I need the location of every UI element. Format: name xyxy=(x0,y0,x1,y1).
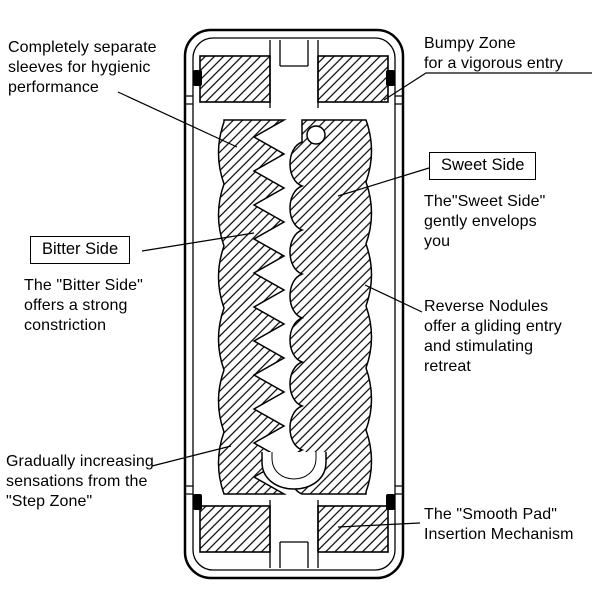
leader-sweet-side xyxy=(337,167,430,197)
bottom-cap xyxy=(199,500,389,568)
right-sleeve xyxy=(289,119,373,495)
seal-rings xyxy=(193,70,395,510)
channel-ball xyxy=(306,125,326,145)
callout-sweet-side: The"Sweet Side" gently envelops you xyxy=(424,193,546,251)
label-bitter-side: Bitter Side xyxy=(30,236,131,264)
leader-step-zone xyxy=(151,445,232,467)
callout-smooth-pad: The "Smooth Pad" Insertion Mechanism xyxy=(424,506,574,544)
smooth-pad-funnel xyxy=(261,452,327,490)
leader-bumpy-zone xyxy=(383,72,592,101)
label-sweet-side: Sweet Side xyxy=(429,152,537,180)
callout-reverse-nodules: Reverse Nodules offer a gliding entry an… xyxy=(424,298,562,376)
leader-smooth-pad xyxy=(337,522,421,528)
callout-bitter-side: The "Bitter Side" offers a strong constr… xyxy=(24,277,143,335)
leader-separate-sleeves xyxy=(117,91,238,148)
leader-lines xyxy=(117,72,592,528)
leader-bitter-side xyxy=(141,232,255,252)
left-sleeve xyxy=(217,119,287,495)
callout-bumpy-zone: Bumpy Zone for a vigorous entry xyxy=(424,35,563,73)
leader-reverse-nodules xyxy=(364,284,423,313)
callout-step-zone: Gradually increasing sensations from the… xyxy=(6,453,154,511)
callout-separate-sleeves: Completely separate sleeves for hygienic… xyxy=(8,39,157,97)
